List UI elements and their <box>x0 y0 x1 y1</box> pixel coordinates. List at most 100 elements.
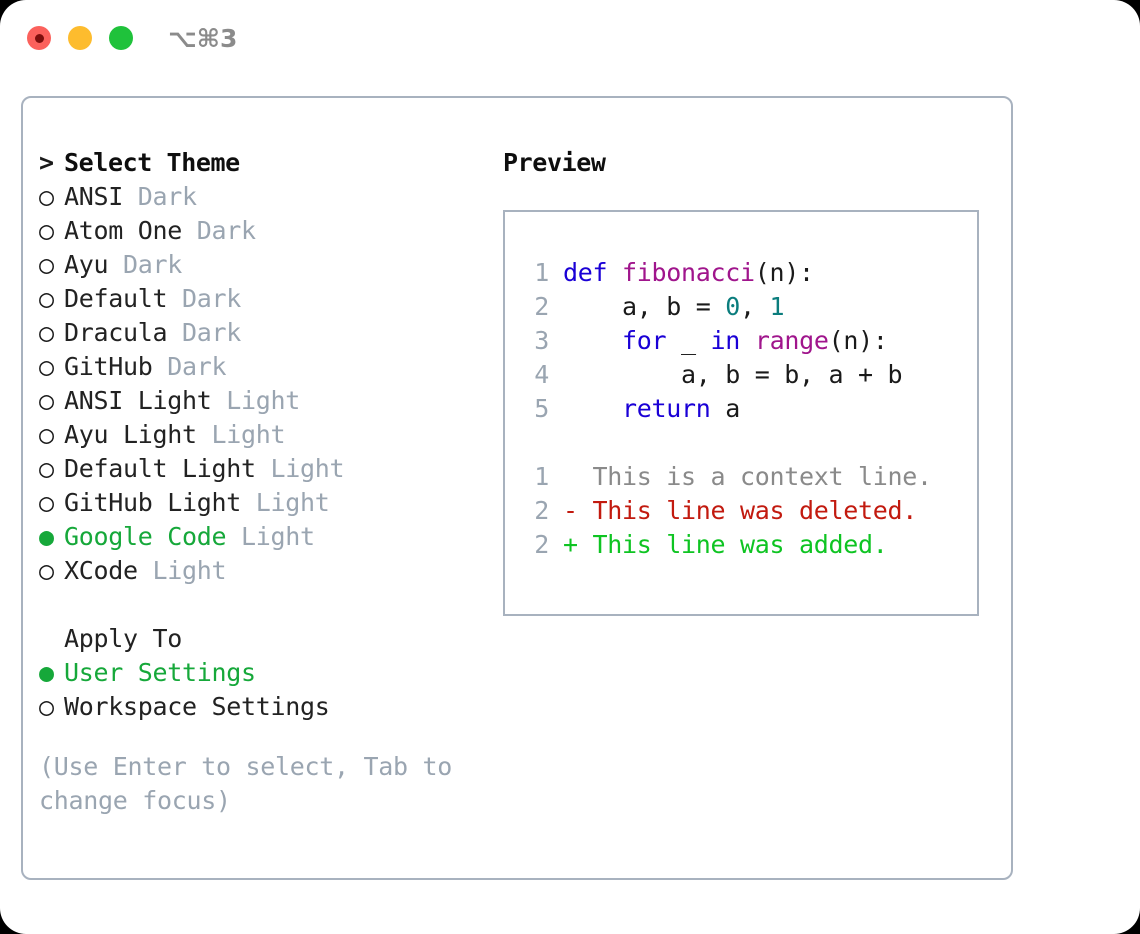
code-token-kw: def <box>563 258 623 287</box>
blank-marker-icon: ○ <box>39 622 64 656</box>
radio-unselected-icon[interactable]: ○ <box>39 318 55 347</box>
theme-item-label: Dracula <box>64 318 168 347</box>
code-line: 2 a, b = 0, 1 <box>521 290 971 324</box>
theme-item-variant-badge: Light <box>137 556 227 585</box>
theme-item-label: Atom One <box>64 216 183 245</box>
code-line-number: 1 <box>534 258 549 287</box>
radio-unselected-icon[interactable]: ○ <box>39 454 55 483</box>
zoom-window-icon[interactable] <box>109 26 133 50</box>
code-line-number: 2 <box>534 292 549 321</box>
code-diff-spacer <box>521 426 971 460</box>
code-token-plain: , <box>740 292 770 321</box>
theme-item-label: Ayu Light <box>64 420 197 449</box>
theme-item-variant-badge: Dark <box>108 250 183 279</box>
code-token-num: 1 <box>769 292 785 321</box>
code-token-num: 0 <box>725 292 741 321</box>
apply-to-list: ● User Settings ○ Workspace Settings <box>39 656 479 724</box>
code-line-number: 3 <box>534 326 549 355</box>
theme-list-item[interactable]: ○GitHub Light Light <box>39 486 479 520</box>
theme-item-variant-badge: Light <box>226 522 315 551</box>
theme-list-item[interactable]: ○ANSI Dark <box>39 180 479 214</box>
content-panel: >Select Theme ○ANSI Dark○Atom One Dark○A… <box>21 96 1013 880</box>
theme-item-label: GitHub <box>64 352 153 381</box>
theme-list-item[interactable]: ○Default Light Light <box>39 452 479 486</box>
radio-unselected-icon[interactable]: ○ <box>39 692 55 721</box>
code-token-plain: (n): <box>828 326 888 355</box>
theme-item-variant-badge: Dark <box>167 284 242 313</box>
code-token-fn: fibonacci <box>622 258 755 287</box>
theme-item-label: ANSI Light <box>64 386 212 415</box>
radio-unselected-icon[interactable]: ○ <box>39 556 55 585</box>
list-spacer <box>39 588 479 622</box>
apply-to-heading-row: ○Apply To <box>39 622 479 656</box>
diff-line: 2 + This line was added. <box>521 528 971 562</box>
theme-item-label: Ayu <box>64 250 109 279</box>
minimize-window-icon[interactable] <box>68 26 92 50</box>
theme-list: ○ANSI Dark○Atom One Dark○Ayu Dark○Defaul… <box>39 180 479 588</box>
code-token-plain <box>563 394 622 423</box>
theme-list-item[interactable]: ○ Ayu Light Light <box>39 418 479 452</box>
theme-picker-title-row: > Select Theme <box>39 146 479 180</box>
theme-list-item[interactable]: ○ XCode Light <box>39 554 479 588</box>
code-line: 4 a, b = b, a + b <box>521 358 971 392</box>
theme-list-item[interactable]: ○ Ayu Dark <box>39 248 479 282</box>
code-line-text: a, b = b, a + b <box>563 358 903 392</box>
traffic-light-controls <box>27 26 133 50</box>
radio-unselected-icon[interactable]: ○ <box>39 488 55 517</box>
diff-line-text: + This line was added. <box>563 530 888 559</box>
radio-unselected-icon[interactable]: ○ <box>39 216 55 245</box>
diff-line-number: 2 <box>534 530 549 559</box>
radio-unselected-icon[interactable]: ○ <box>39 386 55 415</box>
apply-to-option-label: User Settings <box>64 658 256 687</box>
close-window-icon[interactable] <box>27 26 51 50</box>
theme-list-item[interactable]: ○ANSI Light Light <box>39 384 479 418</box>
diff-line-number: 1 <box>534 462 549 491</box>
preview-title: Preview <box>503 148 606 177</box>
diff-line-text: This is a context line. <box>563 462 933 491</box>
radio-unselected-icon[interactable]: ○ <box>39 284 55 313</box>
theme-list-item[interactable]: ○ GitHub Dark <box>39 350 479 384</box>
keyboard-hint-text: (Use Enter to select, Tab to change focu… <box>39 752 467 815</box>
theme-item-variant-badge: Light <box>196 420 286 449</box>
diff-line: 1 This is a context line. <box>521 460 971 494</box>
keyboard-shortcut-label: ⌥⌘3 <box>168 24 238 53</box>
theme-item-variant-badge: Dark <box>182 216 256 245</box>
radio-selected-icon[interactable]: ● <box>39 522 55 551</box>
radio-unselected-icon[interactable]: ○ <box>39 352 55 381</box>
cursor-icon: > <box>39 148 54 177</box>
code-token-plain: (n): <box>754 258 814 287</box>
code-token-plain <box>563 326 622 355</box>
title-bar: ⌥⌘3 <box>0 0 1140 78</box>
theme-list-item[interactable]: ○ Atom One Dark <box>39 214 479 248</box>
page-title: Select Theme <box>64 148 240 177</box>
apply-to-option[interactable]: ● User Settings <box>39 656 479 690</box>
theme-list-item[interactable]: ○ Dracula Dark <box>39 316 479 350</box>
code-token-fn: range <box>754 326 829 355</box>
code-token-kw: return <box>622 394 711 423</box>
theme-item-label: XCode <box>64 556 138 585</box>
diff-line-text: - This line was deleted. <box>563 496 918 525</box>
theme-list-item[interactable]: ●Google Code Light <box>39 520 479 554</box>
theme-item-variant-badge: Light <box>241 488 330 517</box>
radio-unselected-icon[interactable]: ○ <box>39 250 55 279</box>
theme-list-item[interactable]: ○Default Dark <box>39 282 479 316</box>
diff-block: 1 This is a context line.2- This line wa… <box>521 460 971 562</box>
radio-unselected-icon[interactable]: ○ <box>39 420 55 449</box>
radio-selected-icon[interactable]: ● <box>39 658 55 687</box>
apply-to-option-label: Workspace Settings <box>64 692 330 721</box>
theme-item-variant-badge: Dark <box>152 352 227 381</box>
apply-to-option[interactable]: ○ Workspace Settings <box>39 690 479 724</box>
radio-unselected-icon[interactable]: ○ <box>39 182 55 211</box>
code-token-kw: for <box>622 326 667 355</box>
code-line: 5 return a <box>521 392 971 426</box>
theme-item-variant-badge: Dark <box>167 318 242 347</box>
theme-picker-column: >Select Theme ○ANSI Dark○Atom One Dark○A… <box>39 146 479 818</box>
theme-item-variant-badge: Light <box>255 454 345 483</box>
diff-line-number: 2 <box>534 496 549 525</box>
theme-item-variant-badge: Dark <box>123 182 197 211</box>
